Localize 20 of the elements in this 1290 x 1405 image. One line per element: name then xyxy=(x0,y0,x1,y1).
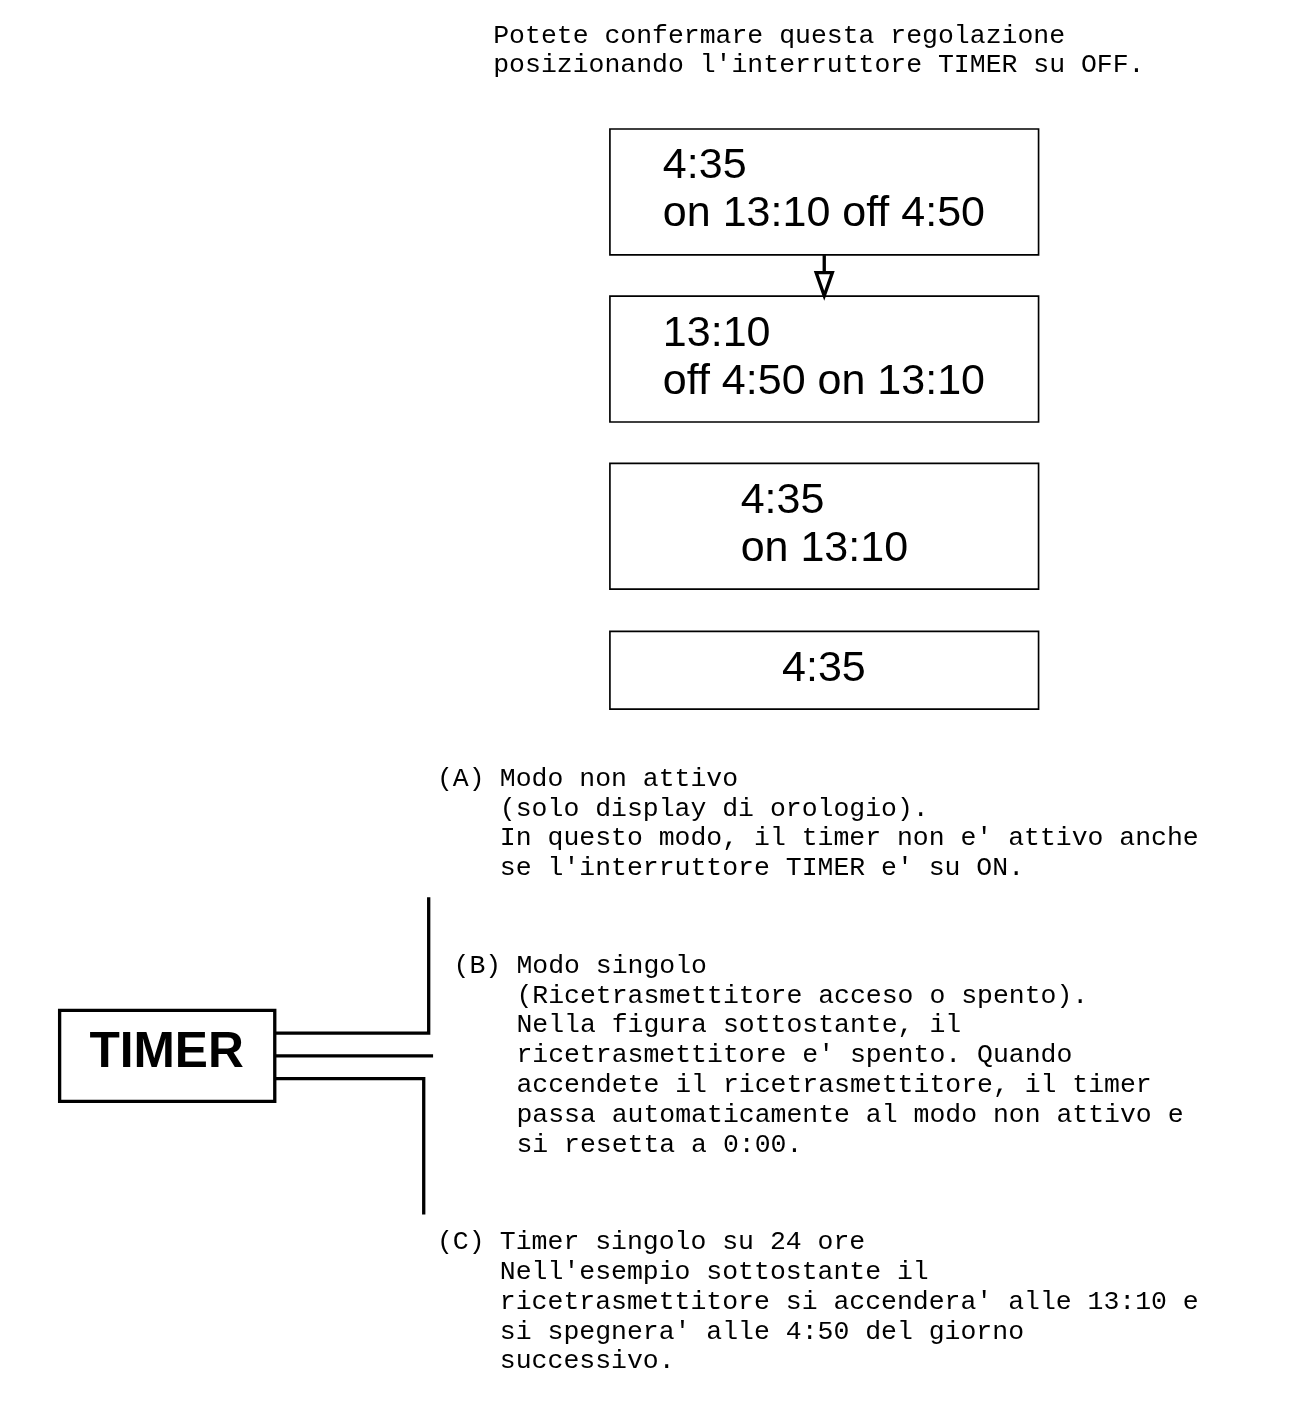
node-text: (B) xyxy=(453,950,501,981)
node-box: 4:35 on 13:10 xyxy=(608,462,1039,590)
node-label: Modo singolo xyxy=(515,950,707,981)
label: Potete confermare questa regolazione posizionando l'interruttore TIMER su OFF. xyxy=(492,20,1144,81)
node-label: (solo display di orologio). xyxy=(499,793,929,824)
node-text: (A) xyxy=(436,763,485,794)
node-box: TIMER xyxy=(57,1008,276,1103)
connector xyxy=(274,1076,425,1215)
node-box: 13:10 off 4:50 on 13:10 xyxy=(608,295,1039,423)
node-label: Timer singolo su 24 ore xyxy=(499,1227,865,1258)
node-box: 4:35 on 13:10 off 4:50 xyxy=(608,128,1039,256)
connector xyxy=(274,897,430,1035)
node-box: 4:35 xyxy=(608,630,1039,710)
node-label: In questo modo, il timer non e' attivo anche se l'interruttore TIMER e' su ON. xyxy=(499,823,1199,884)
node-text: (C) xyxy=(436,1227,485,1258)
node-label: (Ricetrasmettitore acceso o spento). xyxy=(515,980,1088,1011)
node-label: Nell'esempio sottostante il ricetrasmettitore si accendera' alle 13:10 e si spegnera' alle 4:50 del giorno successivo. xyxy=(499,1256,1199,1377)
node-label: Modo non attivo xyxy=(499,763,738,794)
connector xyxy=(274,1054,433,1058)
node-label: Nella figura sottostante, il ricetrasmettitore e' spento. Quando accendete il ricetrasmettitore, il timer passa automaticamente al modo non attivo e si resetta a 0:00. xyxy=(515,1010,1184,1160)
